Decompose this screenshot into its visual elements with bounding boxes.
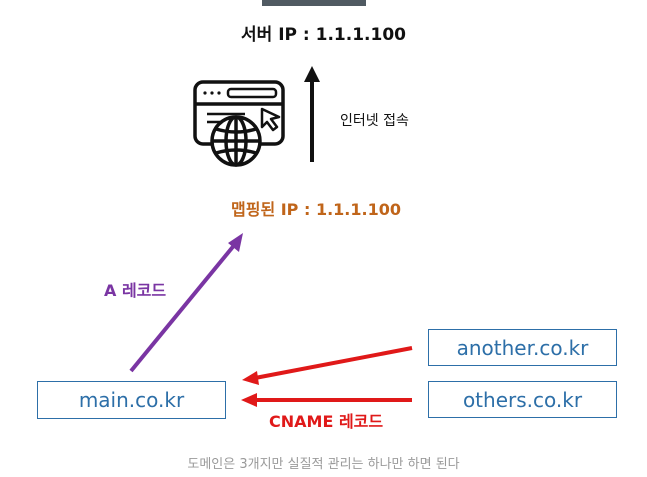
a-record-arrow	[129, 233, 243, 373]
domain-box-main: main.co.kr	[37, 381, 226, 419]
domain-box-others: others.co.kr	[428, 381, 617, 418]
cname-arrow-another	[242, 346, 413, 385]
domain-box-another: another.co.kr	[428, 329, 617, 366]
internet-access-label: 인터넷 접속	[340, 113, 409, 129]
internet-arrow	[304, 66, 320, 162]
caption: 도메인은 3개지만 실질적 관리는 하나만 하면 된다	[187, 457, 460, 472]
cname-arrow-others	[241, 393, 412, 407]
cname-record-label: CNAME 레코드	[269, 412, 384, 431]
a-record-label: A 레코드	[104, 281, 167, 300]
top-bar	[262, 0, 366, 6]
browser-globe-icon	[193, 80, 285, 167]
server-ip-label: 서버 IP : 1.1.1.100	[241, 25, 406, 45]
mapped-ip-label: 맵핑된 IP : 1.1.1.100	[231, 200, 401, 219]
